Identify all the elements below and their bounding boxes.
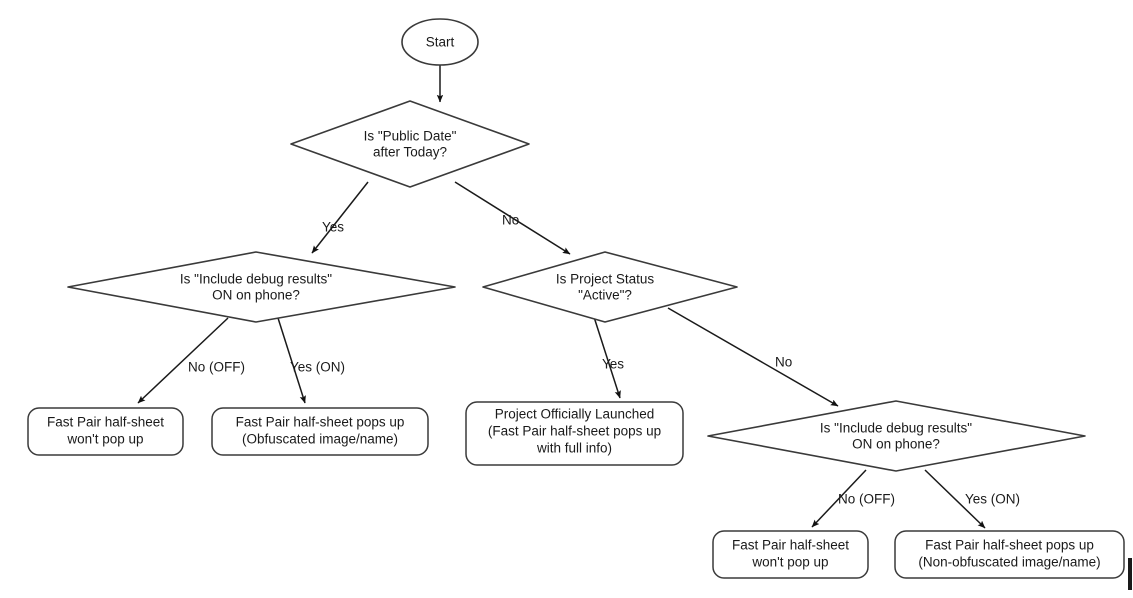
project-status-label-line1: Is Project Status xyxy=(556,272,655,287)
no-popup-left-box xyxy=(27,407,184,456)
start-ellipse xyxy=(401,18,479,66)
edge-label-project-status-no: No xyxy=(775,355,792,370)
project-status-label-line2: "Active"? xyxy=(578,288,632,303)
public-date-diamond xyxy=(290,100,530,188)
edge-debug-right-off: No (OFF) xyxy=(811,469,895,528)
non-obfuscated-popup-label-line2: (Non-obfuscated image/name) xyxy=(918,555,1100,570)
no-popup-left-label-line1: Fast Pair half-sheet xyxy=(47,415,164,430)
debug-results-right-label-line2: ON on phone? xyxy=(852,437,940,452)
debug-results-right-label-line1: Is "Include debug results" xyxy=(820,421,972,436)
node-obfuscated-popup[interactable]: Fast Pair half-sheet pops up (Obfuscated… xyxy=(211,407,429,456)
no-popup-right-label-line2: won't pop up xyxy=(751,555,828,570)
public-date-label-line1: Is "Public Date" xyxy=(364,129,457,144)
node-start[interactable]: Start xyxy=(401,18,479,66)
node-non-obfuscated-popup[interactable]: Fast Pair half-sheet pops up (Non-obfusc… xyxy=(894,530,1125,579)
edge-public-date-no: No xyxy=(454,181,571,255)
edge-label-public-date-yes: Yes xyxy=(322,220,344,235)
edge-public-date-yes: Yes xyxy=(311,181,369,254)
project-launched-label-line3: with full info) xyxy=(536,441,612,456)
debug-results-left-label-line1: Is "Include debug results" xyxy=(180,272,332,287)
node-debug-results-left-decision[interactable]: Is "Include debug results" ON on phone? xyxy=(67,251,456,323)
non-obfuscated-popup-label-line1: Fast Pair half-sheet pops up xyxy=(925,538,1094,553)
edge-label-project-status-yes: Yes xyxy=(602,357,624,372)
page-edge-artifact xyxy=(1128,558,1132,590)
node-no-popup-left[interactable]: Fast Pair half-sheet won't pop up xyxy=(27,407,184,456)
edge-debug-left-off: No (OFF) xyxy=(137,317,245,404)
no-popup-left-label-line2: won't pop up xyxy=(66,432,143,447)
node-project-status-decision[interactable]: Is Project Status "Active"? xyxy=(482,251,738,323)
edge-label-debug-left-off: No (OFF) xyxy=(188,360,245,375)
edge-debug-right-on: Yes (ON) xyxy=(924,469,1020,529)
project-launched-label-line2: (Fast Pair half-sheet pops up xyxy=(488,424,661,439)
no-popup-right-label-line1: Fast Pair half-sheet xyxy=(732,538,849,553)
start-label: Start xyxy=(426,35,455,50)
edge-label-public-date-no: No xyxy=(502,213,519,228)
public-date-label-line2: after Today? xyxy=(373,145,447,160)
node-public-date-decision[interactable]: Is "Public Date" after Today? xyxy=(290,100,530,188)
no-popup-right-box xyxy=(712,530,869,579)
edge-debug-left-on: Yes (ON) xyxy=(277,317,345,404)
edge-project-status-no: No xyxy=(667,307,839,407)
debug-results-right-diamond xyxy=(707,400,1086,472)
edge-project-status-yes: Yes xyxy=(593,316,624,399)
debug-results-left-diamond xyxy=(67,251,456,323)
obfuscated-popup-label-line1: Fast Pair half-sheet pops up xyxy=(236,415,405,430)
obfuscated-popup-box xyxy=(211,407,429,456)
non-obfuscated-popup-box xyxy=(894,530,1125,579)
project-status-diamond xyxy=(482,251,738,323)
node-debug-results-right-decision[interactable]: Is "Include debug results" ON on phone? xyxy=(707,400,1086,472)
debug-results-left-label-line2: ON on phone? xyxy=(212,288,300,303)
node-project-launched[interactable]: Project Officially Launched (Fast Pair h… xyxy=(465,401,684,466)
edge-label-debug-right-on: Yes (ON) xyxy=(965,492,1020,507)
edge-label-debug-left-on: Yes (ON) xyxy=(290,360,345,375)
obfuscated-popup-label-line2: (Obfuscated image/name) xyxy=(242,432,398,447)
edge-label-debug-right-off: No (OFF) xyxy=(838,492,895,507)
project-launched-label-line1: Project Officially Launched xyxy=(495,407,655,422)
node-no-popup-right[interactable]: Fast Pair half-sheet won't pop up xyxy=(712,530,869,579)
project-launched-box xyxy=(465,401,684,466)
